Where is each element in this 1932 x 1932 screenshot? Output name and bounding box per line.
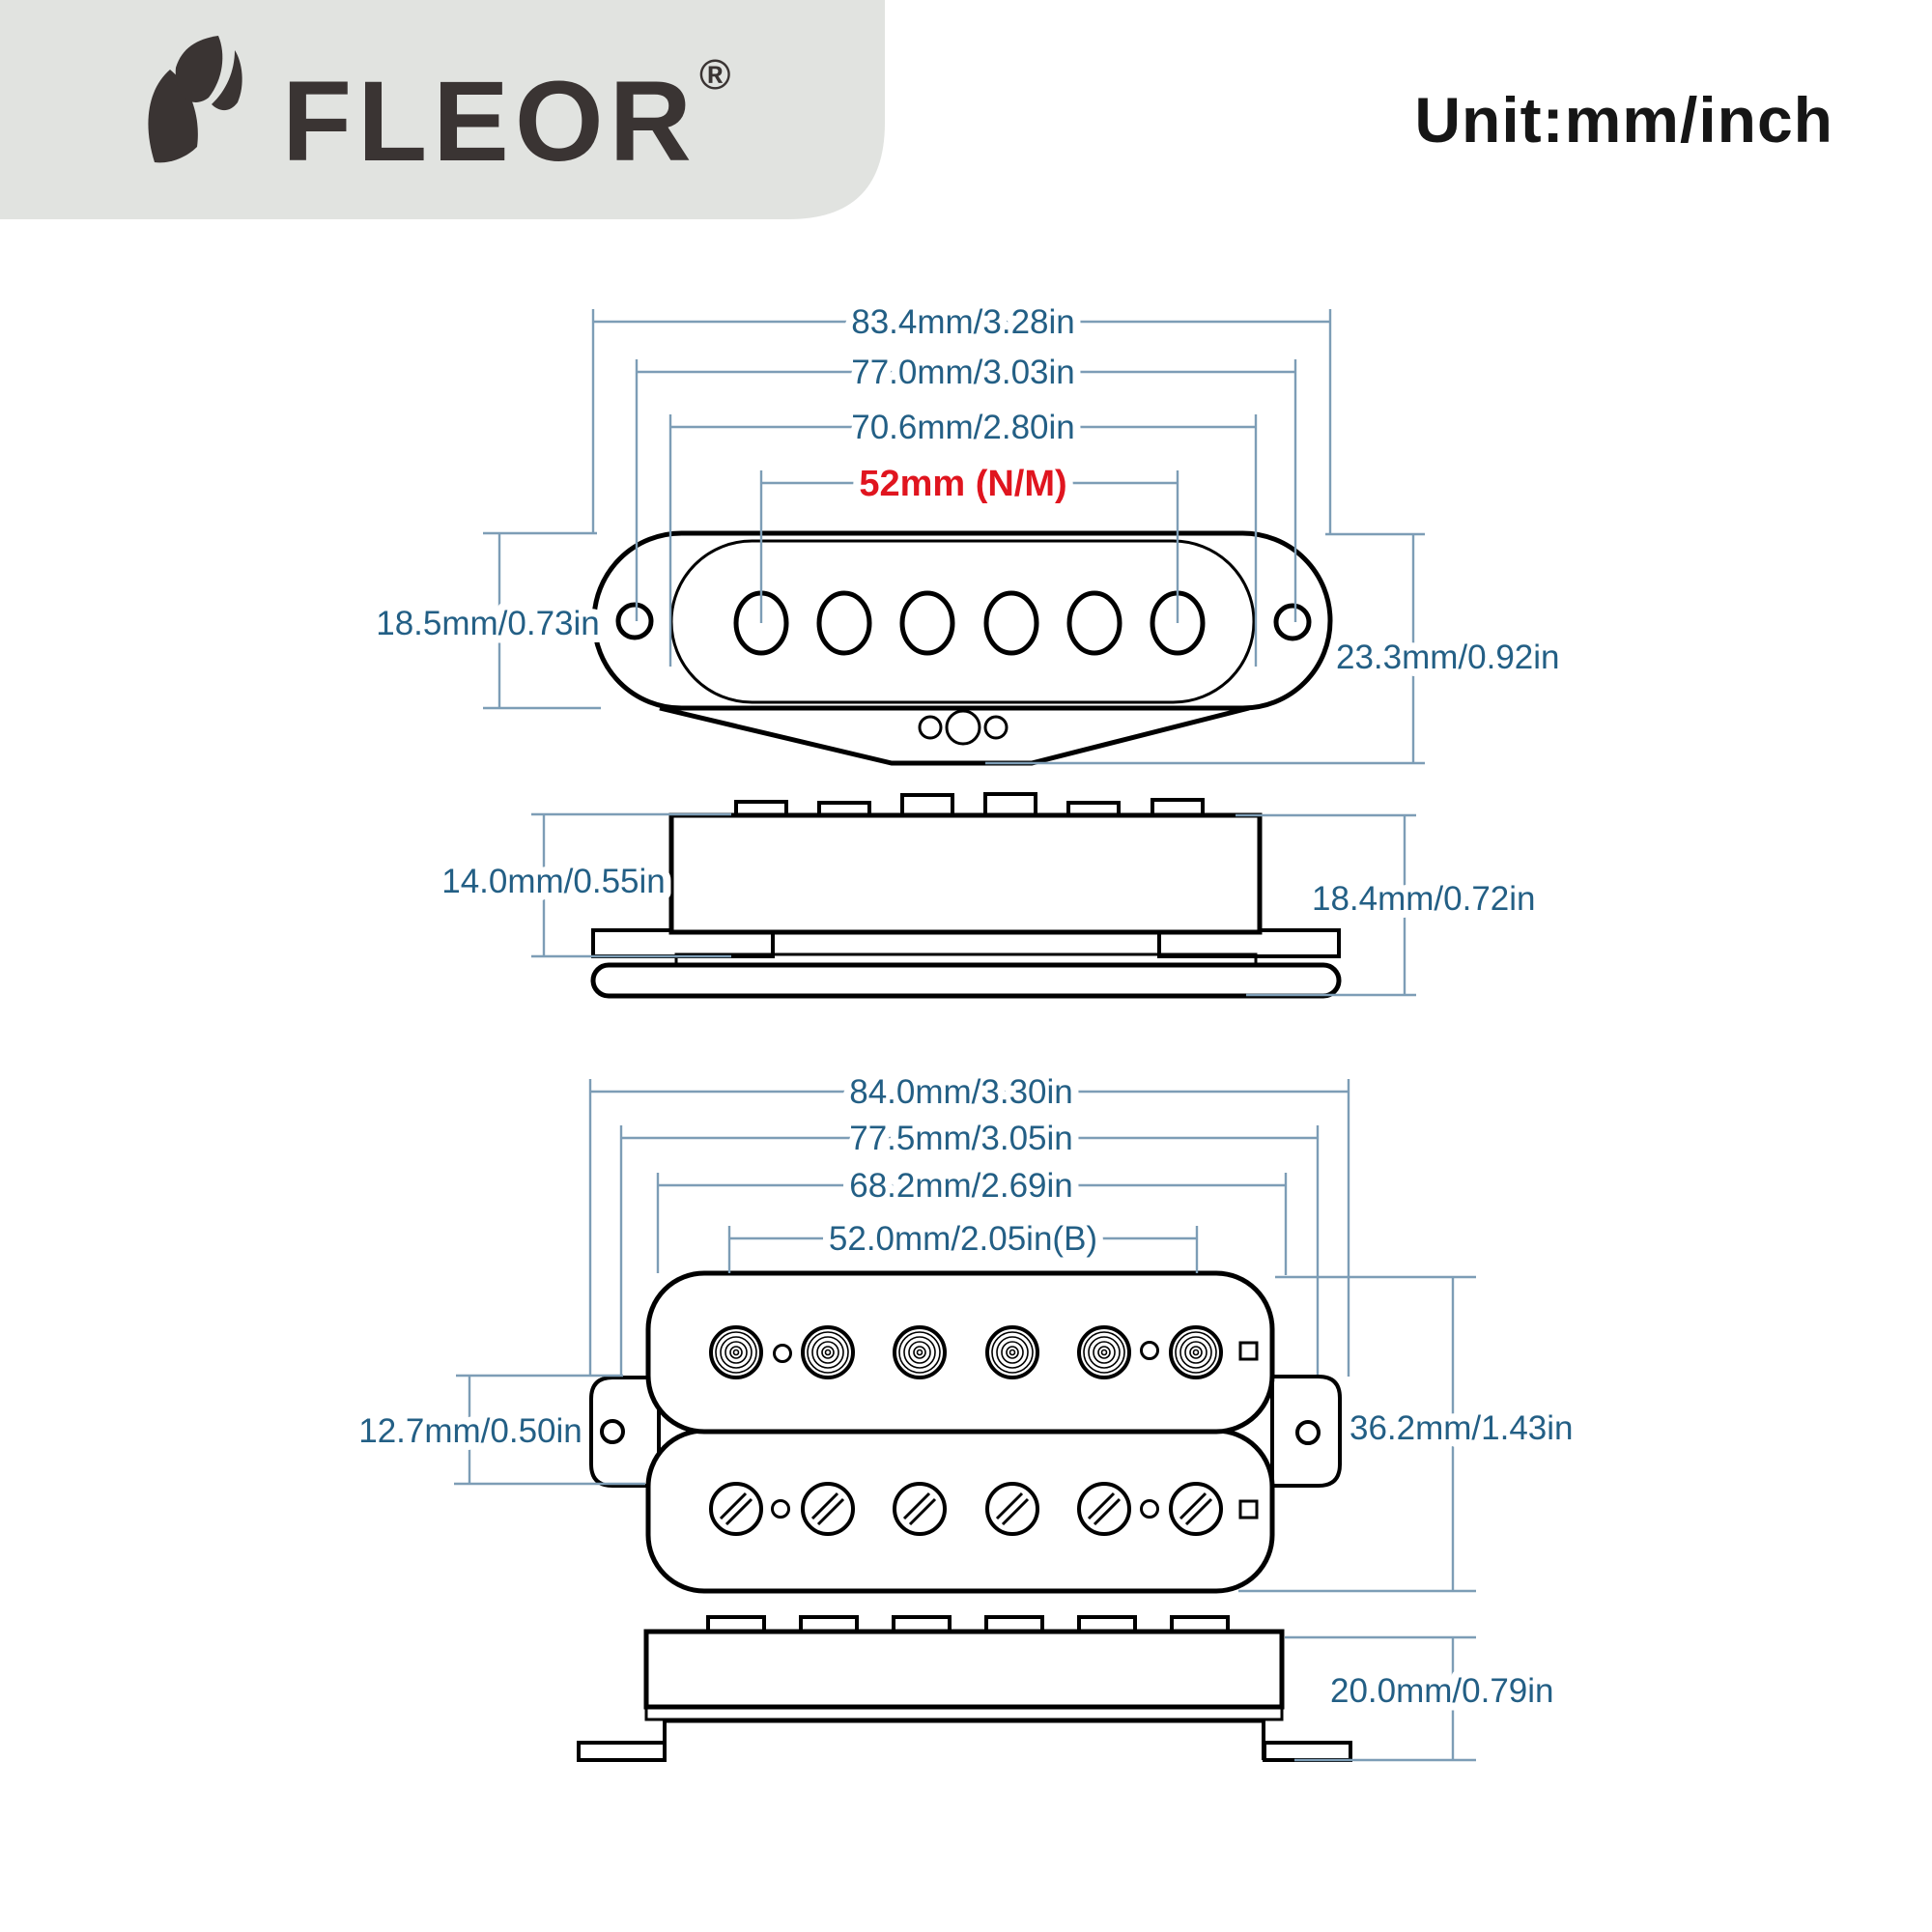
dim-label-hb-ear-height: 12.7mm/0.50in [358, 1412, 582, 1450]
mounting-hole-left [615, 602, 654, 640]
humbucker-bobbin-top [645, 1270, 1275, 1435]
dim-label-hb-bobbin-width: 68.2mm/2.69in [849, 1167, 1073, 1205]
dimension-lines-single-coil-side [531, 812, 1416, 997]
dim-label-sc-body-height: 14.0mm/0.55in [441, 863, 666, 900]
fleor-leaf-icon [148, 36, 242, 163]
brand-wordmark: FLEOR [282, 58, 697, 185]
humbucker-side-body [643, 1629, 1285, 1710]
dim-label-sc-cover-width: 70.6mm/2.80in [851, 409, 1075, 446]
registered-trademark-icon: ® [699, 51, 730, 99]
single-coil-side-view [590, 792, 1342, 999]
ear-hole-left [600, 1419, 625, 1444]
humbucker-side-view [577, 1615, 1352, 1762]
dim-label-sc-outer-width: 83.4mm/3.28in [851, 303, 1075, 341]
unit-label: Unit:mm/inch [1414, 84, 1833, 156]
dim-label-sc-string-spacing: 52mm (N/M) [859, 464, 1066, 504]
dim-label-hb-side-height: 20.0mm/0.79in [1330, 1672, 1554, 1710]
dimension-lines-humbucker-side [1285, 1635, 1476, 1762]
humbucker-slug-poles [709, 1482, 1223, 1536]
dimension-lines-humbucker-top [454, 1079, 1476, 1593]
dimension-lines-single-coil-top [483, 309, 1425, 765]
fleor-logo: FLEOR ® [148, 36, 730, 185]
single-coil-flange [591, 530, 1333, 711]
single-coil-wire-holes [918, 709, 1009, 746]
dim-label-hb-string-spacing: 52.0mm/2.05in(B) [829, 1220, 1097, 1258]
single-coil-side-body [668, 812, 1263, 935]
humbucker-baseplate-legs [577, 1719, 1352, 1762]
dim-label-hb-screw-spacing: 77.5mm/3.05in [849, 1120, 1073, 1157]
header: FLEOR ® Unit:mm/inch [0, 0, 1833, 219]
humbucker-ear-right [1270, 1375, 1342, 1488]
dim-label-hb-outer-width: 84.0mm/3.30in [849, 1073, 1073, 1111]
side-bottom-flatwork [590, 962, 1342, 999]
single-coil-top-view [591, 530, 1333, 766]
dimension-labels: 83.4mm/3.28in 77.0mm/3.03in 70.6mm/2.80i… [351, 296, 1580, 1718]
single-coil-baseplate [659, 705, 1250, 766]
dim-label-hb-total-height: 36.2mm/1.43in [1350, 1409, 1574, 1447]
dim-label-sc-total-height: 23.3mm/0.92in [1336, 639, 1560, 676]
humbucker-screw-poles [709, 1325, 1223, 1379]
humbucker-side-plate [644, 1705, 1284, 1721]
humbucker-small-marks [771, 1341, 1259, 1520]
mounting-hole-right [1273, 603, 1312, 641]
dim-label-sc-screw-spacing: 77.0mm/3.03in [851, 354, 1075, 391]
ear-hole-right [1295, 1420, 1321, 1445]
dim-label-sc-side-height: 18.4mm/0.72in [1312, 880, 1536, 918]
dim-label-sc-flange-height: 18.5mm/0.73in [376, 605, 600, 642]
humbucker-top-view [589, 1270, 1342, 1594]
